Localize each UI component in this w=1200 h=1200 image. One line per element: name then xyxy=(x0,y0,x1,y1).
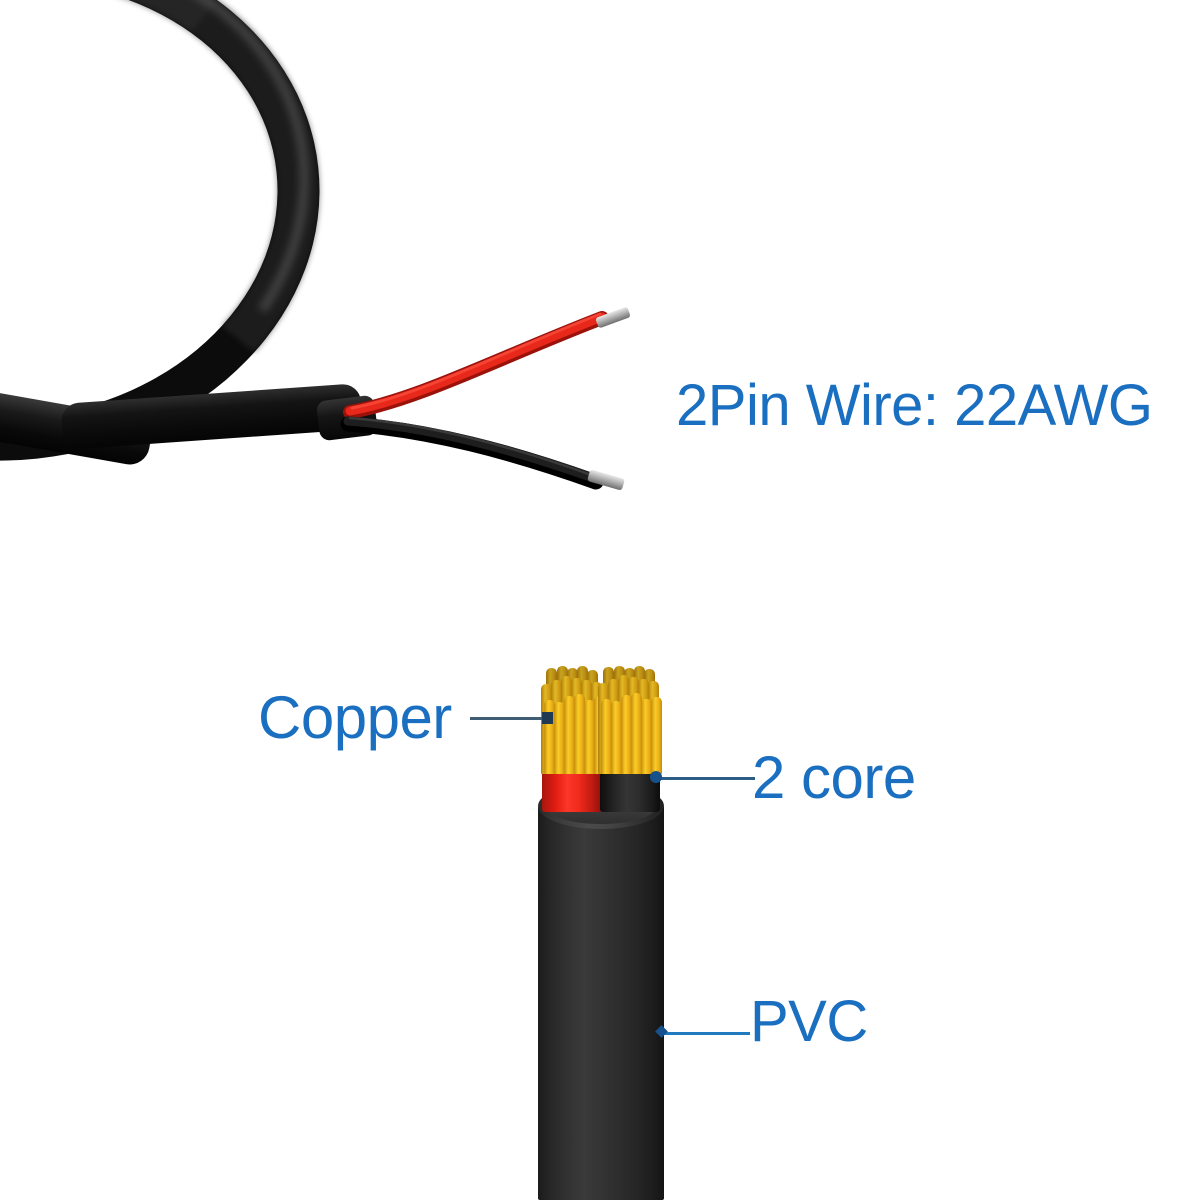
copper-strand xyxy=(641,699,652,774)
callout-label-2core: 2 core xyxy=(752,744,916,811)
pvc-leader-line xyxy=(664,1032,750,1035)
copper-strand xyxy=(564,696,575,774)
wire-photo xyxy=(0,0,660,560)
copper-strand xyxy=(611,701,622,774)
callout-label-copper: Copper xyxy=(258,684,452,751)
copper-strands-black-core xyxy=(598,666,662,774)
copper-leader-line xyxy=(470,717,548,720)
copper-strand xyxy=(554,702,565,774)
core-leader-line xyxy=(655,777,755,780)
copper-strand xyxy=(544,700,555,774)
copper-strand xyxy=(584,700,595,774)
cable-jacket-3d xyxy=(538,736,664,1200)
split-conductors xyxy=(340,311,609,490)
wire-spec-label: 2Pin Wire: 22AWG xyxy=(676,373,1153,438)
copper-strand xyxy=(631,693,642,774)
callout-label-pvc: PVC xyxy=(750,989,868,1054)
copper-strand xyxy=(651,697,662,774)
copper-strand xyxy=(601,699,612,774)
copper-strand xyxy=(621,695,632,774)
copper-leader-marker xyxy=(542,712,553,724)
pvc-jacket-body xyxy=(538,806,664,1200)
copper-strand xyxy=(574,694,585,774)
